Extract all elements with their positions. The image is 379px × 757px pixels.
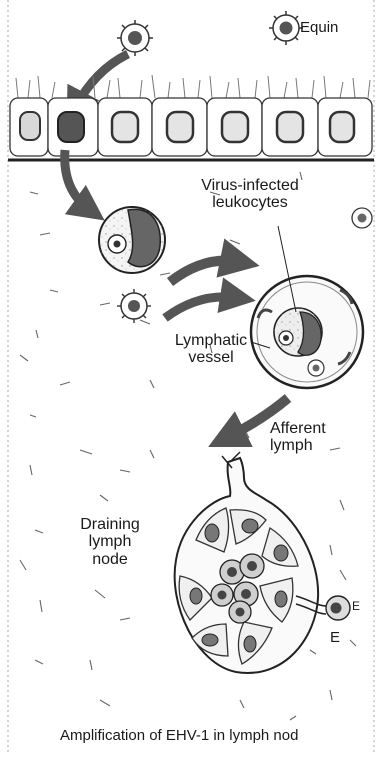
infected-leukocyte-left [99,207,165,273]
label-virus-infected-leukocytes: Virus-infected leukocytes [192,177,308,212]
arrow-leukocyte-to-vessel [170,261,240,282]
efferent-leukocyte [326,596,350,620]
virus-particle-top-right [269,11,303,45]
label-virus-top: Equin [300,20,338,36]
cilia [16,75,370,98]
label-node-line1: Draining [70,516,150,533]
virus-particle-top-left [117,20,153,56]
virus-particle-edge [352,208,372,228]
virus-particle-middle [117,289,151,323]
label-vessel-line1: Lymphatic [163,332,259,349]
label-vessel-line2: vessel [163,349,259,366]
lymphatic-vessel [251,276,363,388]
label-afferent-lymph: Afferent lymph [270,420,326,455]
label-node-line2: lymph [70,533,150,550]
label-draining-lymph-node: Draining lymph node [70,516,150,568]
label-leukocytes-line2: leukocytes [192,194,308,211]
arrow-virus-to-vessel [165,297,238,318]
label-afferent-line2: lymph [270,437,326,454]
lymph-node [175,452,326,673]
label-node-line3: node [70,551,150,568]
epithelium [10,98,372,156]
label-lymphatic-vessel: Lymphatic vessel [163,332,259,367]
label-afferent-line1: Afferent [270,420,326,437]
label-leukocytes-line1: Virus-infected [192,177,308,194]
label-efferent-partial-1: E [352,600,360,613]
label-efferent-partial-2: E [330,630,340,646]
caption: Amplification of EHV-1 in lymph nod [60,728,298,744]
